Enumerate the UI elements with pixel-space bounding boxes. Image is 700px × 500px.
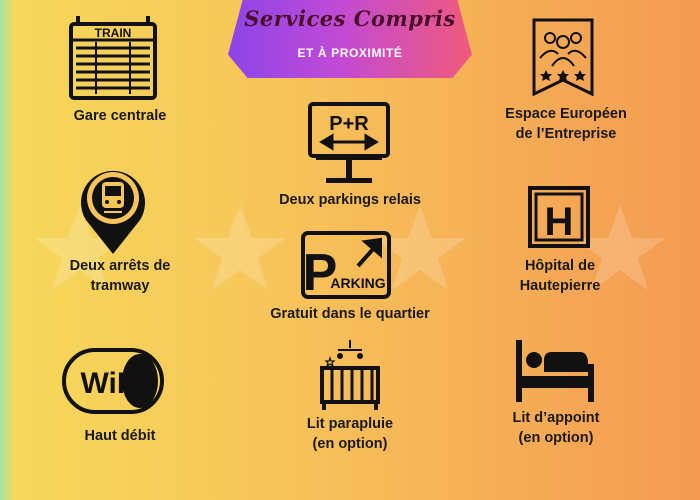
wifi-icon: WiFi	[62, 348, 164, 414]
hospital-icon: H	[528, 186, 590, 248]
train-board-icon: TRAIN	[69, 16, 157, 100]
parking-sign-text: ARKING	[330, 275, 385, 291]
tram-label-line1: Deux arrêts de	[69, 258, 171, 274]
bed-label: Lit d’appoint (en option)	[476, 408, 636, 448]
bed-icon	[516, 340, 594, 402]
train-label: Gare centrale	[73, 108, 167, 124]
bed-label-line2: (en option)	[518, 430, 594, 446]
park-ride-sign-text: P+R	[329, 113, 369, 135]
europe-label-line2: de l’Entreprise	[515, 126, 617, 142]
crib-label-line1: Lit parapluie	[306, 416, 394, 432]
crib-icon	[320, 340, 380, 410]
banner-title: Services Compris	[244, 6, 456, 31]
hospital-sign-text: H	[545, 200, 574, 244]
tram-label-line2: tramway	[90, 278, 150, 294]
hospital-label-line2: Hautepierre	[519, 278, 601, 294]
parking-label: Gratuit dans le quartier	[270, 306, 430, 322]
europe-label-line1: Espace Européen	[505, 106, 627, 122]
parking-sign-p: P	[303, 244, 338, 300]
parking-icon: P ARKING	[301, 231, 391, 300]
tram-label: Deux arrêts de tramway	[40, 256, 200, 296]
train-sign-text: TRAIN	[95, 26, 132, 40]
park-ride-label: Deux parkings relais	[279, 192, 421, 208]
europe-label: Espace Européen de l’Entreprise	[466, 104, 666, 144]
hospital-label: Hôpital de Hautepierre	[480, 256, 640, 296]
crib-label: Lit parapluie (en option)	[270, 414, 430, 454]
crib-label-line2: (en option)	[312, 436, 388, 452]
header-banner	[228, 0, 472, 78]
hospital-label-line1: Hôpital de	[524, 258, 596, 274]
wifi-label: Haut débit	[84, 428, 156, 444]
banner-subtitle: ET À PROXIMITÉ	[297, 46, 403, 60]
wifi-sign-text: WiFi	[80, 367, 143, 400]
bed-label-line1: Lit d’appoint	[512, 410, 600, 426]
park-and-ride-icon: P+R	[308, 102, 390, 183]
business-people-icon	[532, 18, 594, 96]
tram-location-icon	[81, 170, 145, 254]
